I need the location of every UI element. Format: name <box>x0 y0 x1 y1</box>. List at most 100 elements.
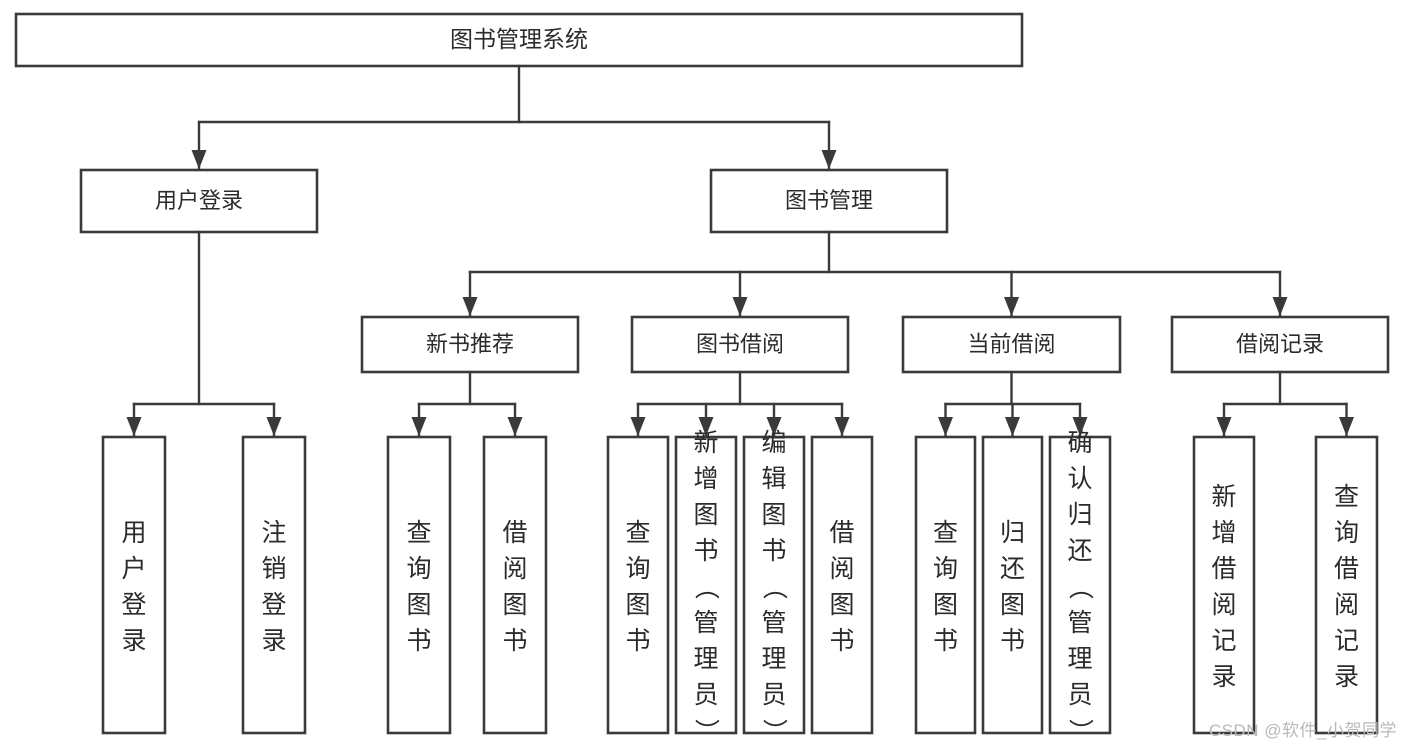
leaf-label-leaf-add-book-char: 新 <box>693 429 718 457</box>
node-current-borrow-to-leaves-arrow-2 <box>1072 417 1088 436</box>
leaf-label-leaf-edit-book-char: 编 <box>761 429 786 457</box>
leaf-leaf-query-book-2-rect <box>606 435 670 735</box>
leaf-label-leaf-add-book-char: 员 <box>693 681 718 709</box>
leaf-label-leaf-query-book-2-char: 查 <box>625 519 650 547</box>
leaf-label-leaf-query-record-char: 录 <box>1334 663 1359 691</box>
leaf-label-leaf-confirm-return-char: （ <box>1066 574 1094 599</box>
leaf-leaf-logout-rect <box>241 435 307 735</box>
leaf-label-leaf-add-record-char: 新 <box>1211 483 1236 511</box>
leaf-leaf-query-record-rect <box>1314 435 1379 735</box>
node-current-borrow-to-leaves-arrow-1 <box>1005 417 1020 436</box>
node-label-current-borrow: 当前借阅 <box>967 331 1055 356</box>
leaf-leaf-query-book-1-rect <box>386 435 452 735</box>
leaf-label-leaf-borrow-book-1-char: 图 <box>502 591 527 619</box>
leaf-label-leaf-confirm-return-char: 还 <box>1067 537 1092 565</box>
leaf-label-leaf-query-record-char: 询 <box>1334 519 1359 547</box>
node-user-login-to-leaves-arrow-1 <box>266 417 282 436</box>
node-new-book-recommend-to-leaves-arrow-0 <box>411 417 427 436</box>
leaf-label-leaf-user-login-char: 录 <box>121 627 146 655</box>
leaf-label-leaf-borrow-book-2-char: 借 <box>829 519 854 547</box>
node-book-borrow-to-leaves-arrow-1 <box>698 417 714 436</box>
leaf-leaf-confirm-return-rect <box>1048 435 1112 735</box>
leaf-label-leaf-return-book-char: 图 <box>1000 591 1025 619</box>
node-root[interactable]: 图书管理系统 <box>14 12 1024 68</box>
root-to-level2-arrow-1 <box>821 150 837 169</box>
leaf-leaf-user-login[interactable]: 用户登录 <box>101 435 167 735</box>
leaf-leaf-edit-book-rect <box>742 435 806 735</box>
leaf-label-leaf-query-book-2-char: 图 <box>625 591 650 619</box>
node-current-borrow[interactable]: 当前借阅 <box>901 315 1122 374</box>
node-label-borrow-records: 借阅记录 <box>1236 331 1324 356</box>
leaf-leaf-add-record-rect <box>1192 435 1256 735</box>
node-user-login[interactable]: 用户登录 <box>79 168 319 234</box>
leaf-label-leaf-query-record-char: 记 <box>1334 627 1359 655</box>
leaf-label-leaf-confirm-return-char: ） <box>1066 718 1094 743</box>
node-new-book-recommend-to-leaves-arrow-1 <box>507 417 523 436</box>
leaf-label-leaf-user-login: 用户登录 <box>121 519 146 655</box>
leaf-label-leaf-query-book-1-char: 书 <box>406 627 431 655</box>
leaf-label-leaf-confirm-return-char: 理 <box>1067 645 1092 673</box>
node-book-management[interactable]: 图书管理 <box>709 168 949 234</box>
leaf-label-leaf-confirm-return-char: 确 <box>1067 429 1092 457</box>
node-borrow-records-rect <box>1170 315 1390 374</box>
leaf-label-leaf-query-book-1-char: 查 <box>406 519 431 547</box>
leaf-label-leaf-query-book-3-char: 询 <box>933 555 958 583</box>
node-book-borrow-to-leaves-arrow-2 <box>766 417 782 436</box>
node-label-user-login: 用户登录 <box>155 188 243 213</box>
leaf-leaf-user-login-rect <box>101 435 167 735</box>
leaf-label-leaf-return-book-char: 归 <box>1000 519 1025 547</box>
leaf-label-leaf-add-book-char: 管 <box>693 609 718 637</box>
node-new-book-recommend-rect <box>360 315 580 374</box>
node-book-management-to-children-arrow-1 <box>732 297 748 316</box>
leaf-label-leaf-return-book-char: 书 <box>1000 627 1025 655</box>
node-label-book-management: 图书管理 <box>785 188 873 213</box>
leaf-label-leaf-edit-book-char: 辑 <box>761 465 786 493</box>
leaf-label-leaf-edit-book-char: 书 <box>761 537 786 565</box>
leaf-label-leaf-user-login-char: 登 <box>121 591 146 619</box>
node-label-root: 图书管理系统 <box>450 26 588 52</box>
leaf-label-leaf-edit-book-char: 理 <box>761 645 786 673</box>
leaf-label-leaf-add-book-char: ） <box>692 718 720 743</box>
leaf-label-leaf-logout-char: 销 <box>261 555 286 583</box>
leaf-label-leaf-edit-book-char: ） <box>760 718 788 743</box>
leaf-label-leaf-confirm-return-char: 管 <box>1067 609 1092 637</box>
leaf-leaf-borrow-book-1-rect <box>482 435 548 735</box>
leaf-label-leaf-add-book-char: （ <box>692 574 720 599</box>
leaf-label-leaf-edit-book-char: 管 <box>761 609 786 637</box>
leaf-leaf-add-book-rect <box>674 435 738 735</box>
node-new-book-recommend[interactable]: 新书推荐 <box>360 315 580 374</box>
leaf-leaf-return-book-rect <box>981 435 1044 735</box>
node-label-new-book-recommend: 新书推荐 <box>426 331 514 356</box>
leaf-label-leaf-add-record-char: 借 <box>1211 555 1236 583</box>
leaf-label-leaf-logout-char: 登 <box>261 591 286 619</box>
leaf-label-leaf-borrow-book-2-char: 书 <box>829 627 854 655</box>
leaf-label-leaf-query-book-3-char: 书 <box>933 627 958 655</box>
leaf-label-leaf-edit-book-char: 员 <box>761 681 786 709</box>
leaf-label-leaf-query-book-2-char: 询 <box>625 555 650 583</box>
leaf-label-leaf-query-record-char: 借 <box>1334 555 1359 583</box>
node-book-borrow[interactable]: 图书借阅 <box>630 315 850 374</box>
leaf-label-leaf-logout-char: 注 <box>261 519 286 547</box>
node-borrow-records[interactable]: 借阅记录 <box>1170 315 1390 374</box>
